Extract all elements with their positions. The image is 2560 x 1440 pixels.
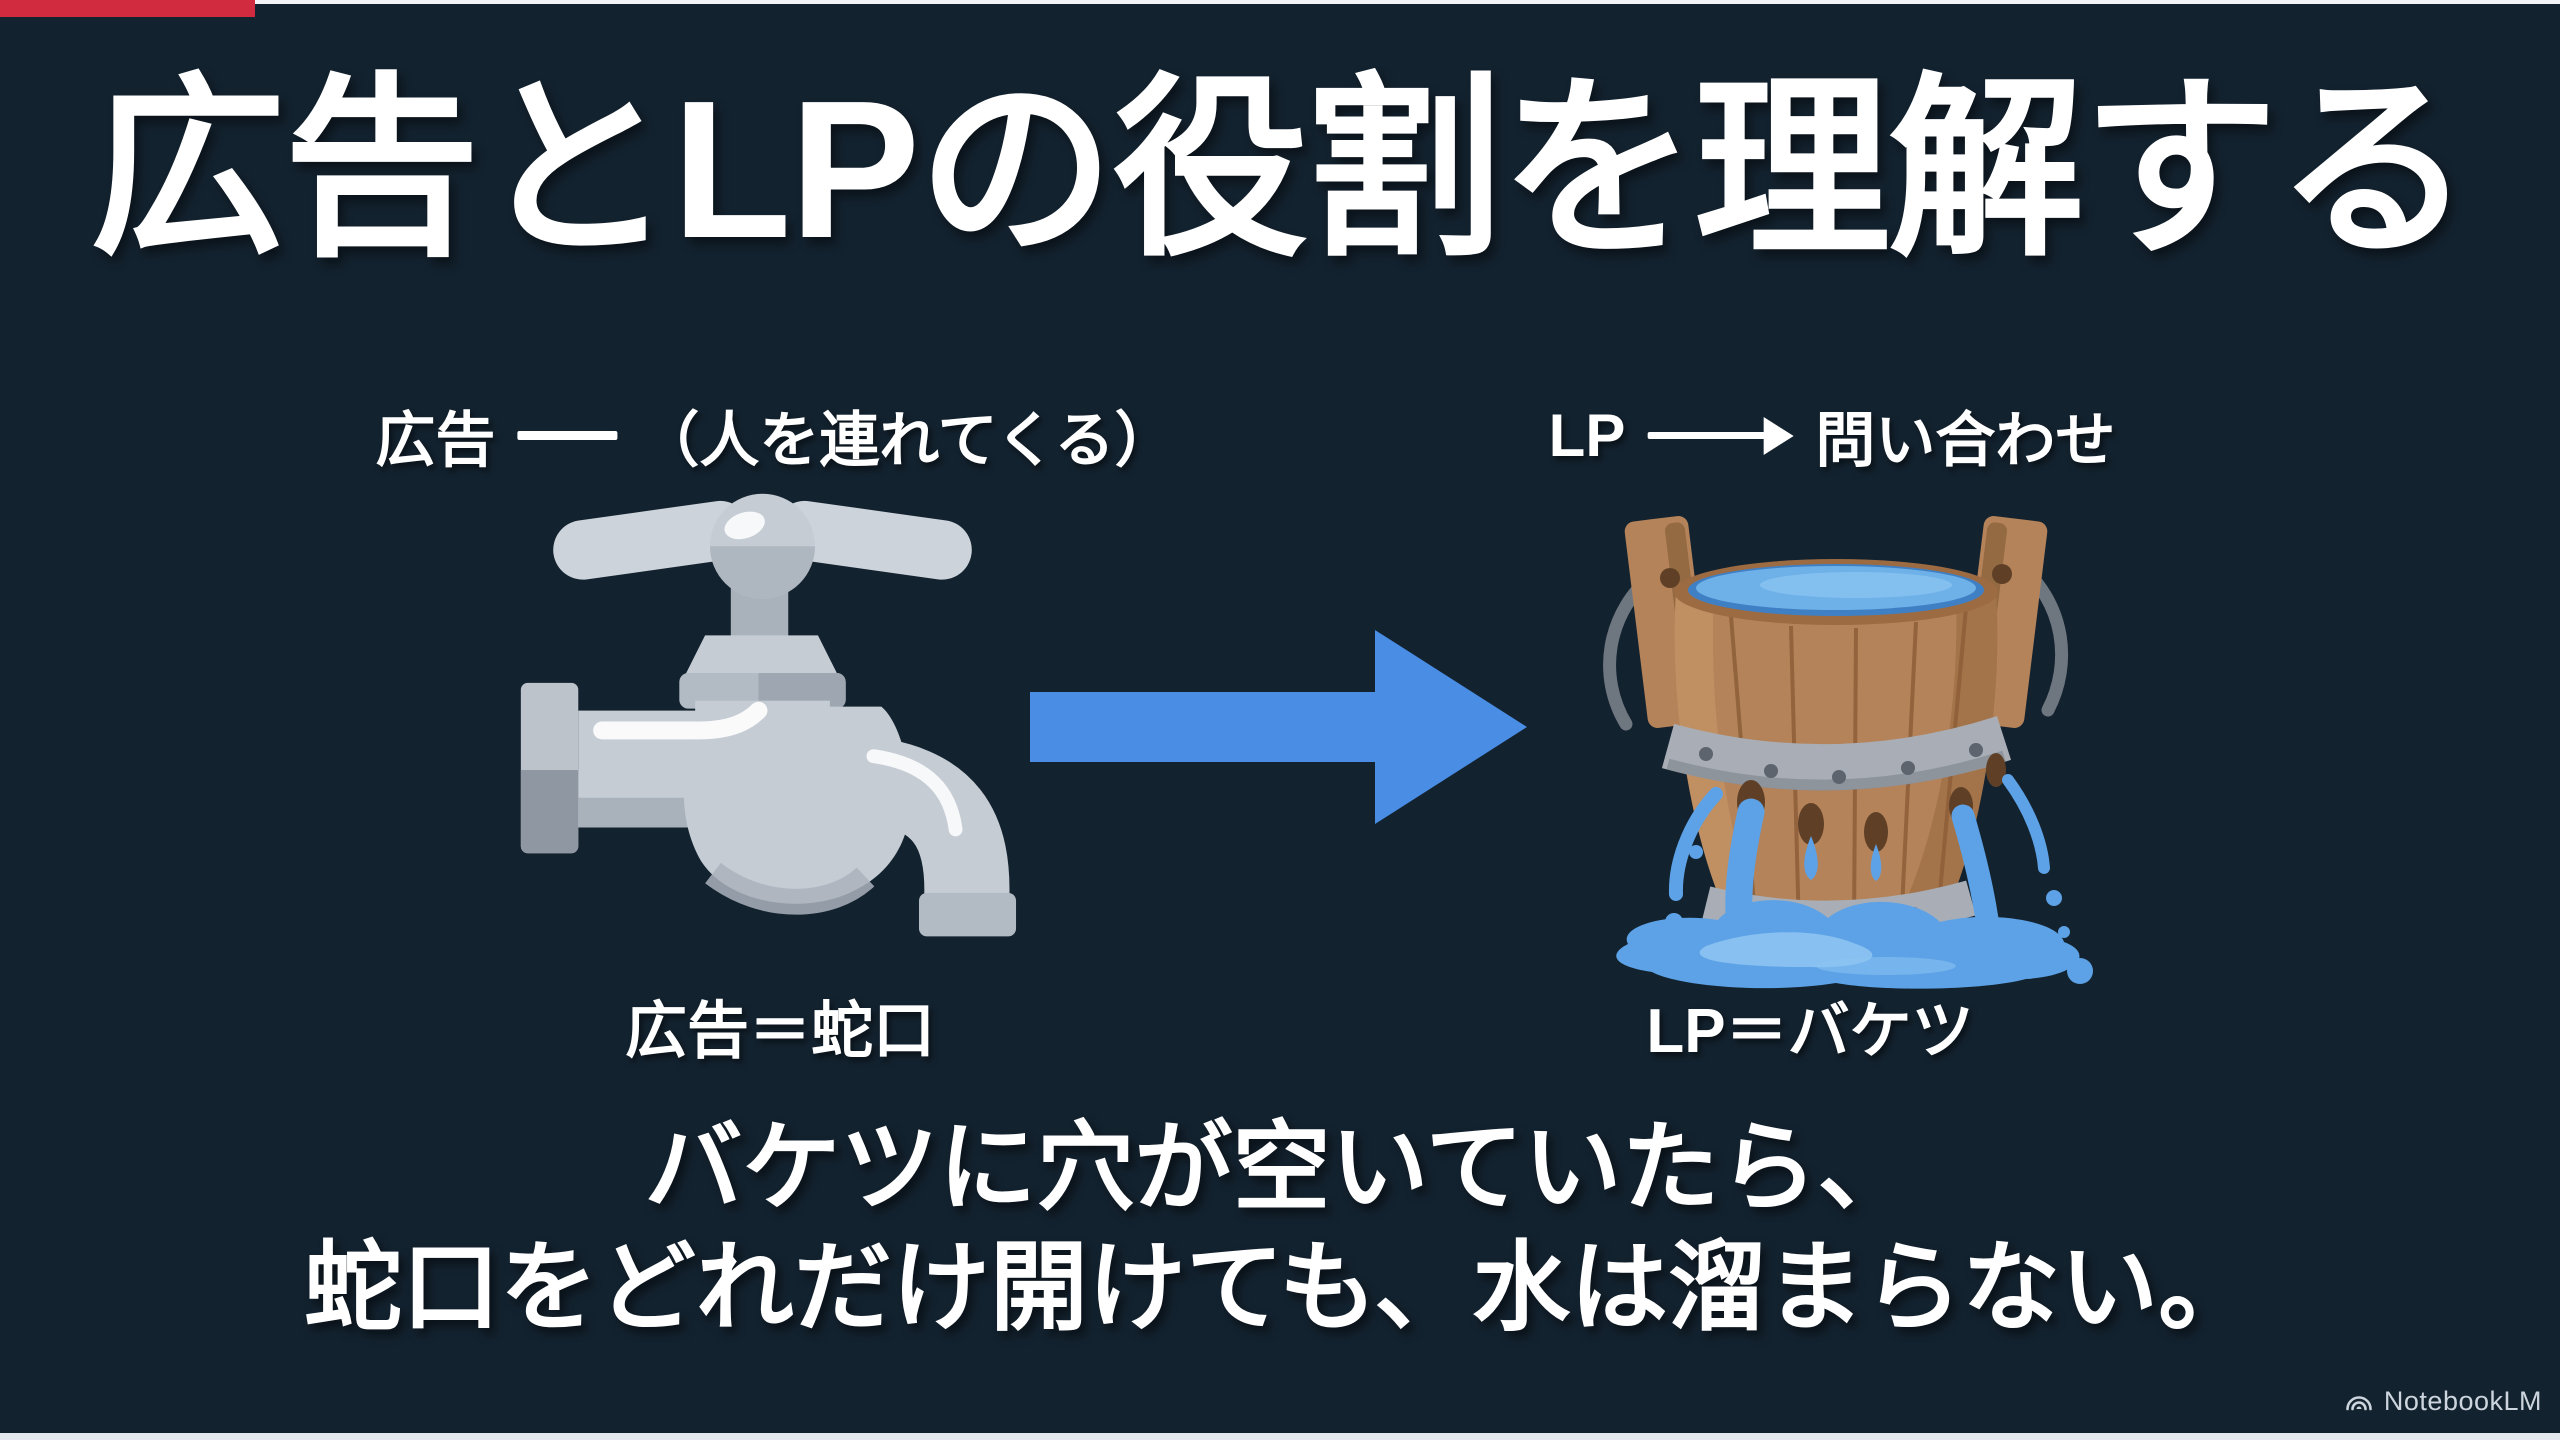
lp-flow-subject: LP: [1548, 402, 1626, 469]
notebooklm-watermark: NotebookLM: [2344, 1386, 2542, 1417]
key-message-line2: 蛇口をどれだけ開けても、水は溜まらない。: [303, 1231, 2257, 1342]
flow-arrow-icon: [1030, 622, 1530, 837]
lp-flow-result: 問い合わせ: [1815, 407, 2116, 474]
accent-red-bar: [0, 0, 255, 17]
bottom-edge-strip: [0, 1433, 2560, 1440]
lp-caption: LP＝バケツ: [1646, 997, 1974, 1066]
lp-flow-label: LP 問い合わせ: [1549, 392, 2116, 479]
key-message: バケツに穴が空いていたら、 蛇口をどれだけ開けても、水は溜まらない。: [304, 1108, 2256, 1347]
bucket-icon: [1556, 472, 2116, 1001]
notebooklm-label: NotebookLM: [2383, 1386, 2542, 1416]
slide-title: 広告とLPの役割を理解する: [89, 60, 2472, 279]
key-message-line1: バケツに穴が空いていたら、: [644, 1112, 1916, 1222]
ad-flow-subject: 広告: [375, 407, 496, 474]
faucet-icon: [505, 478, 1020, 970]
arrow-connector-icon: [1647, 416, 1794, 455]
notebooklm-logo-icon: [2344, 1389, 2374, 1415]
ad-flow-label: 広告 （人を連れてくる）: [375, 392, 1174, 479]
dash-connector: [517, 431, 618, 440]
ad-flow-note: （人を連れてくる）: [639, 407, 1175, 474]
ad-caption: 広告＝蛇口: [624, 997, 936, 1066]
top-edge-strip: [0, 0, 2560, 4]
